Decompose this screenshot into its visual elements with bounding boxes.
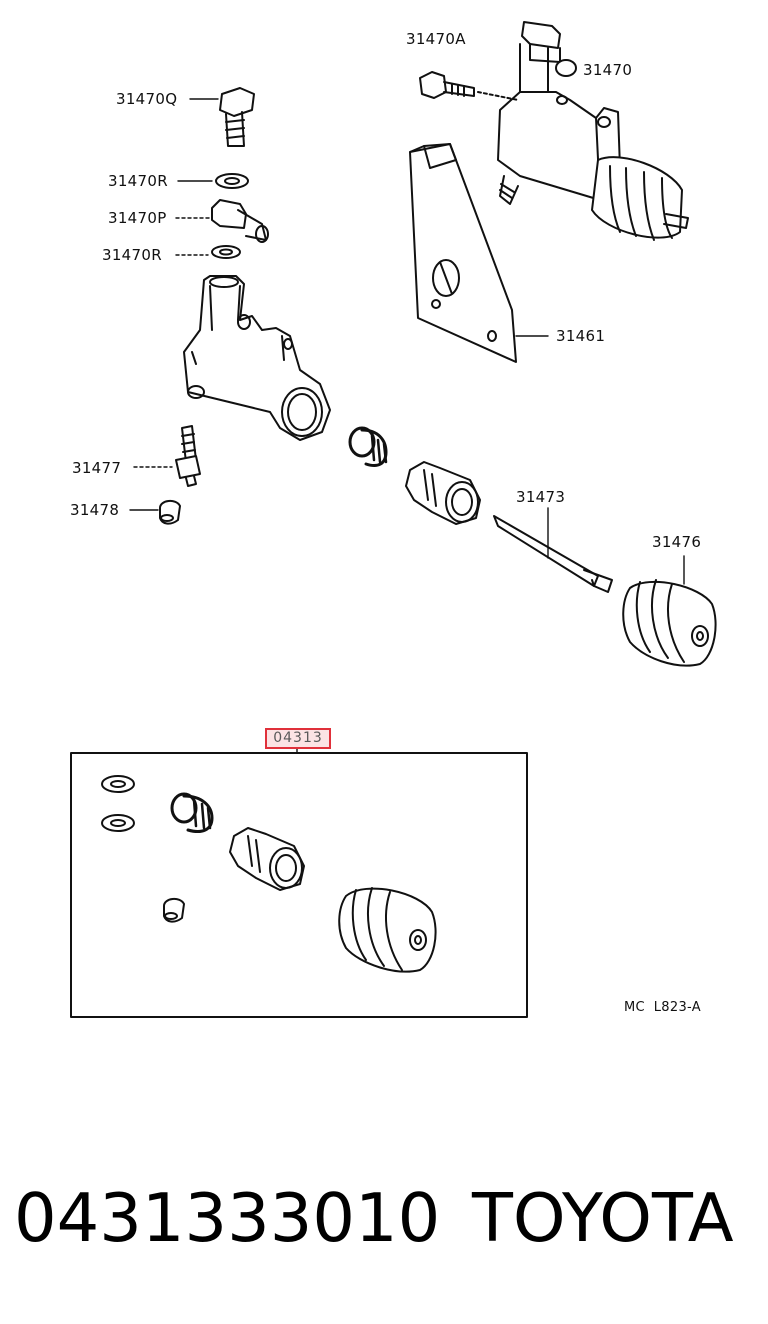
label-31470: 31470 — [583, 61, 633, 79]
brand-name: TOYOTA — [472, 1179, 734, 1257]
release-cylinder-assembly-drawing — [497, 21, 689, 241]
union-31470p-drawing — [175, 199, 269, 243]
cap-31478-drawing — [129, 500, 181, 525]
label-31470r-top: 31470R — [108, 172, 168, 190]
bracket-31461-drawing — [409, 143, 549, 363]
label-31473: 31473 — [516, 488, 566, 506]
kit-code-highlight[interactable]: 04313 — [265, 728, 331, 749]
label-31470q: 31470Q — [116, 90, 178, 108]
push-rod-31473-drawing — [493, 507, 613, 593]
drawing-reference: MC L823-A — [624, 1000, 701, 1015]
bleeder-31477-drawing — [133, 425, 201, 487]
label-31470p: 31470P — [108, 209, 167, 227]
label-31470r-bottom: 31470R — [102, 246, 162, 264]
part-number: 0431333010 — [14, 1179, 441, 1257]
boot-31476-drawing — [622, 555, 717, 667]
label-31476: 31476 — [652, 533, 702, 551]
bolt-31470q-drawing — [189, 87, 255, 147]
label-31477: 31477 — [72, 459, 122, 477]
label-31478: 31478 — [70, 501, 120, 519]
label-31461: 31461 — [556, 327, 606, 345]
bolt-31470a-drawing — [419, 71, 519, 101]
piston-drawing — [405, 461, 481, 525]
spring-cup-drawing — [348, 426, 388, 467]
washer-31470r-bottom-drawing — [211, 245, 241, 259]
label-31470a: 31470A — [406, 30, 466, 48]
kit-box — [70, 744, 528, 1018]
washer-31470r-top-drawing — [215, 173, 249, 189]
cylinder-body-drawing — [183, 275, 331, 441]
